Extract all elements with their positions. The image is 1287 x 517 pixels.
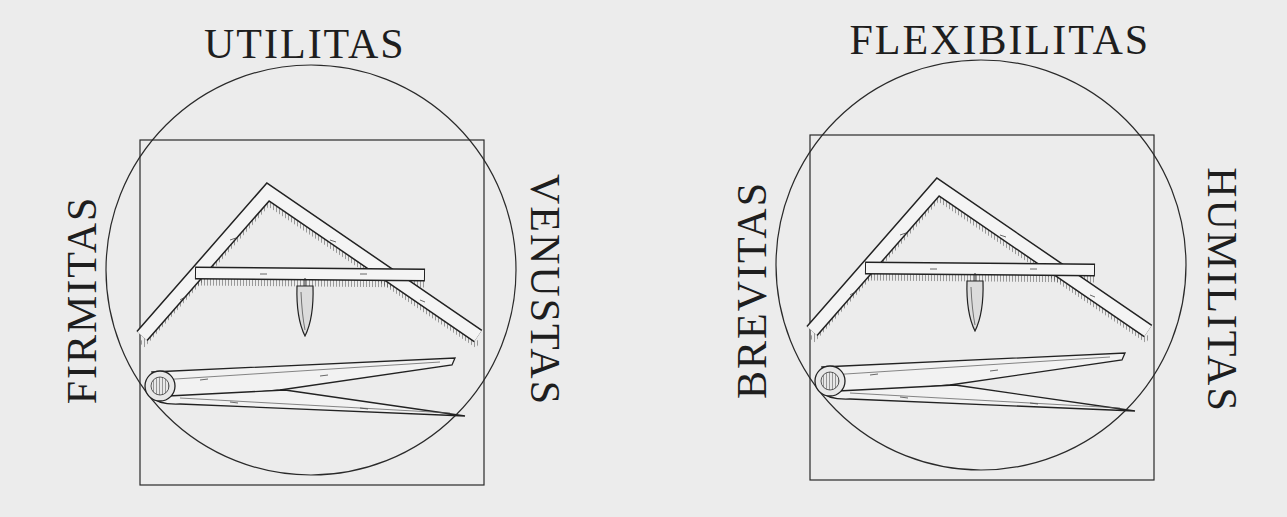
left-emblem [106,65,516,485]
inscription: FIRMITAS [61,196,103,405]
right-emblem [776,60,1186,480]
inscription: BREVITAS [731,181,773,399]
inscription: UTILITAS [204,23,406,65]
inscription: HUMILITAS [1201,167,1243,413]
inscription: FLEXIBILITAS [850,19,1151,61]
inscription: VENUSTAS [524,174,566,406]
